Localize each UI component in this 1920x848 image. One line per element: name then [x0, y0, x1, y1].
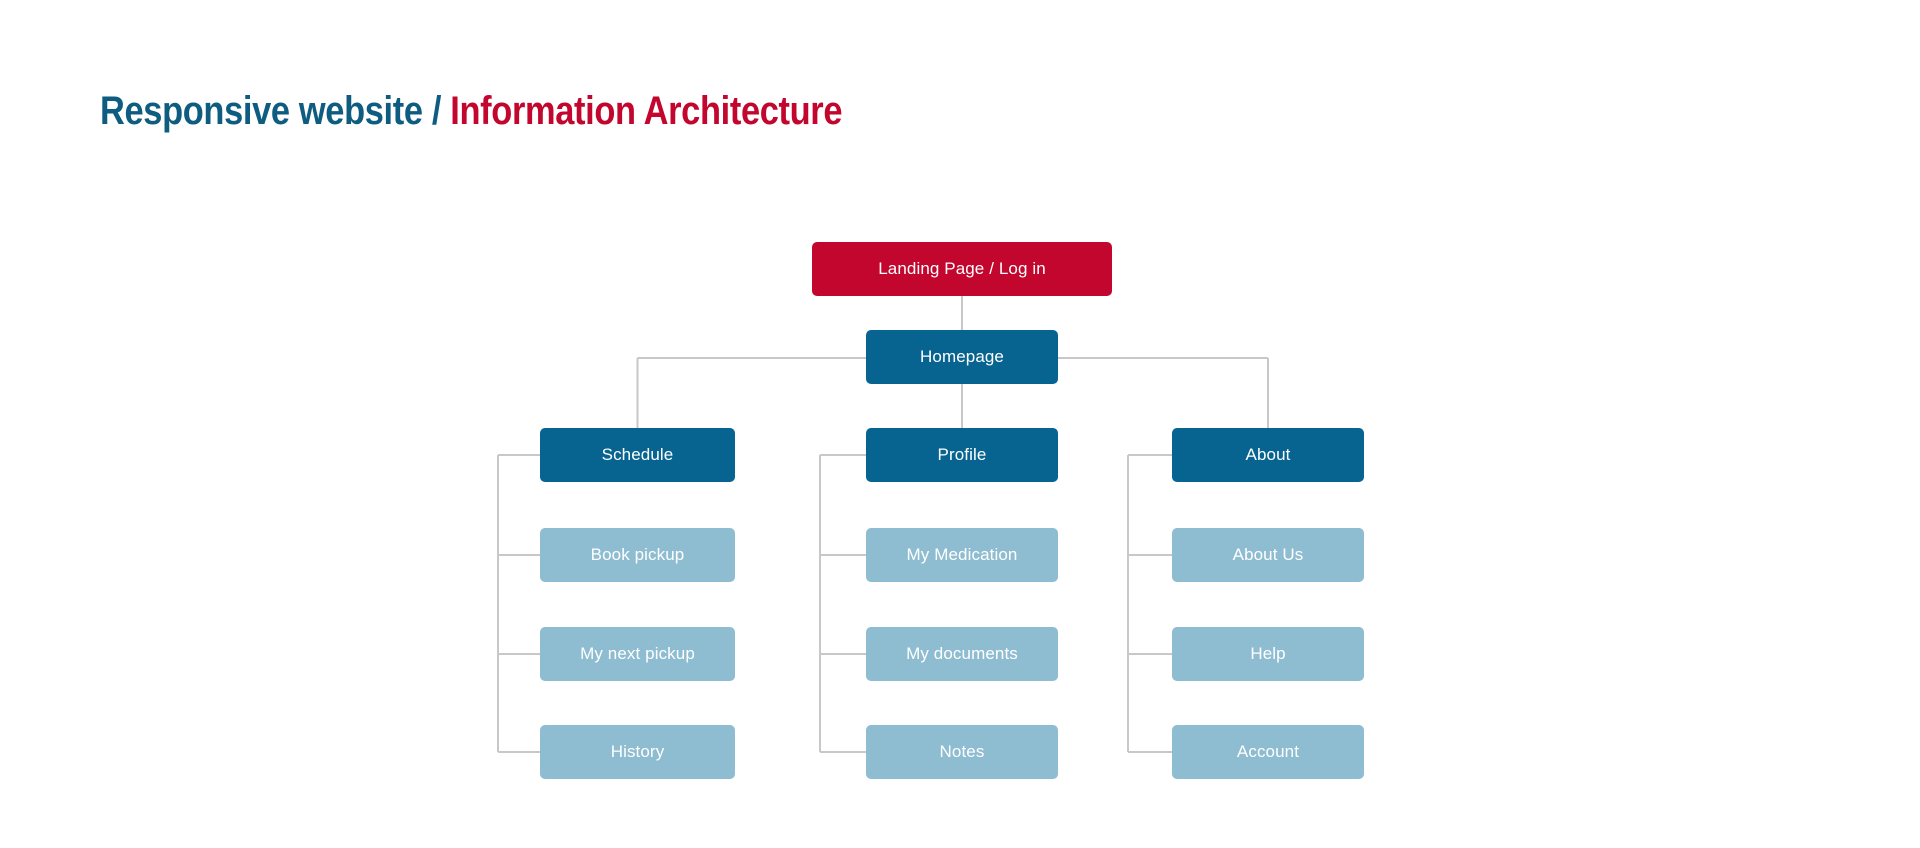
node-label: Book pickup: [590, 545, 685, 564]
node-notes[interactable]: Notes: [866, 725, 1058, 779]
node-label: Account: [1236, 742, 1300, 761]
node-help[interactable]: Help: [1172, 627, 1364, 681]
node-label: History: [610, 742, 665, 761]
node-history[interactable]: History: [540, 725, 735, 779]
page-title-separator: /: [422, 88, 451, 133]
node-account[interactable]: Account: [1172, 725, 1364, 779]
node-my-medication[interactable]: My Medication: [866, 528, 1058, 582]
node-label: Profile: [937, 445, 987, 464]
node-label: My next pickup: [580, 644, 695, 663]
node-label: My Medication: [906, 545, 1018, 564]
node-my-next-pickup[interactable]: My next pickup: [540, 627, 735, 681]
node-label: Schedule: [601, 445, 674, 464]
node-homepage[interactable]: Homepage: [866, 330, 1058, 384]
node-label: My documents: [906, 644, 1018, 663]
node-landing-page-login[interactable]: Landing Page / Log in: [812, 242, 1112, 296]
node-label: Landing Page / Log in: [878, 259, 1046, 278]
node-about-us[interactable]: About Us: [1172, 528, 1364, 582]
page-title-accent: Information Architecture: [450, 88, 843, 133]
node-label: Homepage: [920, 347, 1004, 366]
node-about[interactable]: About: [1172, 428, 1364, 482]
page-title-primary: Responsive website: [100, 88, 423, 133]
node-schedule[interactable]: Schedule: [540, 428, 735, 482]
node-label: Help: [1250, 644, 1286, 663]
node-profile[interactable]: Profile: [866, 428, 1058, 482]
node-book-pickup[interactable]: Book pickup: [540, 528, 735, 582]
node-label: Notes: [939, 742, 985, 761]
node-label: About Us: [1232, 545, 1304, 564]
node-label: About: [1245, 445, 1291, 464]
node-my-documents[interactable]: My documents: [866, 627, 1058, 681]
page-title: Responsive website / Information Archite…: [100, 89, 842, 134]
